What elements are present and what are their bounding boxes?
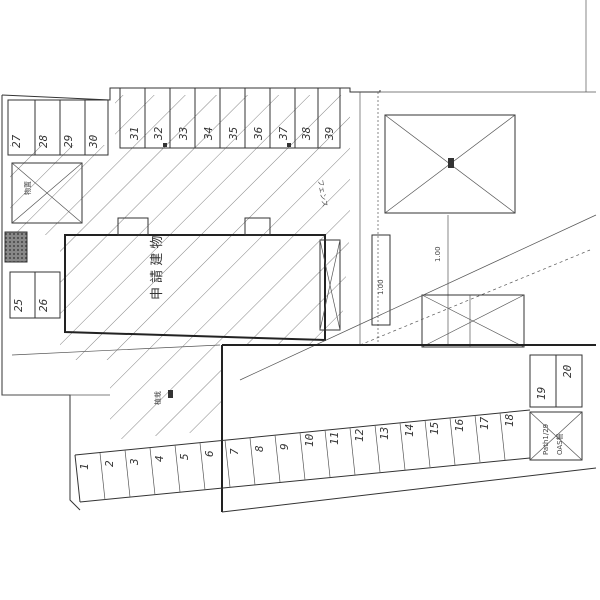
- stall-label: 38: [300, 126, 313, 141]
- stalls-bottom: 1 2 3 4 5 6 7 8 9 10 11 12 13 14 15 16 1…: [78, 412, 516, 501]
- stall-label: 2: [103, 460, 116, 467]
- corner-label: Path1/29: [542, 424, 550, 455]
- box-label: 物置: [23, 181, 32, 195]
- stalls-right: 19 20: [529, 354, 583, 408]
- stall-label: 19: [535, 387, 548, 400]
- stall-label: 16: [453, 418, 466, 432]
- stall-label: 39: [323, 127, 336, 141]
- stall-label: 30: [87, 134, 100, 149]
- stall-label: 11: [328, 432, 341, 445]
- stall-label: 17: [478, 416, 491, 430]
- stall-label: 10: [303, 433, 316, 447]
- stall-label: 28: [37, 134, 50, 148]
- stalls-top: 31 32 33 34 35 36 37 38 39: [119, 87, 341, 149]
- survey-line: [239, 214, 597, 381]
- stall-label: 5: [178, 453, 191, 460]
- applied-building: 申 請 建 物: [64, 217, 341, 342]
- stall-label: 26: [37, 298, 50, 312]
- meter-box: Path1/29 OAS柵: [529, 411, 583, 461]
- stall-label: 14: [403, 424, 416, 437]
- dimension-label: 1.00: [434, 246, 442, 262]
- dimension-label: 1.00: [377, 279, 385, 295]
- stall-label: 35: [227, 127, 240, 141]
- stall-label: 4: [153, 455, 166, 462]
- stall-label: 29: [62, 135, 75, 148]
- stall-label: 8: [253, 445, 266, 452]
- hatched-zone: [10, 95, 350, 440]
- stall-label: 32: [152, 126, 165, 141]
- stalls-left: 25 26: [9, 271, 61, 319]
- stall-label: 9: [278, 443, 291, 450]
- stall-label: 15: [428, 422, 441, 435]
- stall-label: 1: [78, 463, 91, 470]
- stall-label: 31: [128, 127, 141, 141]
- stall-label: 34: [202, 127, 215, 141]
- stall-label: 27: [10, 134, 23, 148]
- stall-label: 20: [561, 364, 574, 378]
- marker: [168, 390, 173, 398]
- stalls-top-left: 27 28 29 30: [7, 99, 109, 156]
- roof-box-right: [384, 114, 516, 214]
- stall-label: 25: [12, 299, 25, 312]
- divider-lines: 1.00 1.00: [359, 92, 449, 345]
- stall-label: 7: [228, 448, 241, 455]
- shed-box-right: [421, 294, 525, 348]
- stall-label: 3: [128, 458, 141, 466]
- stall-label: 6: [203, 450, 216, 457]
- corner-label-2: OAS柵: [555, 433, 564, 455]
- stall-label: 36: [252, 126, 265, 141]
- building-label: 申 請 建 物: [150, 236, 165, 300]
- stall-label: 33: [177, 127, 190, 141]
- planting-patch: [4, 231, 28, 263]
- small-label: 植栽: [153, 391, 162, 405]
- stall-label: 13: [378, 427, 391, 440]
- stall-label: 12: [353, 428, 366, 442]
- stall-label: 37: [277, 126, 290, 141]
- shed-box-left: 物置: [11, 162, 83, 224]
- stall-label: 18: [503, 413, 516, 427]
